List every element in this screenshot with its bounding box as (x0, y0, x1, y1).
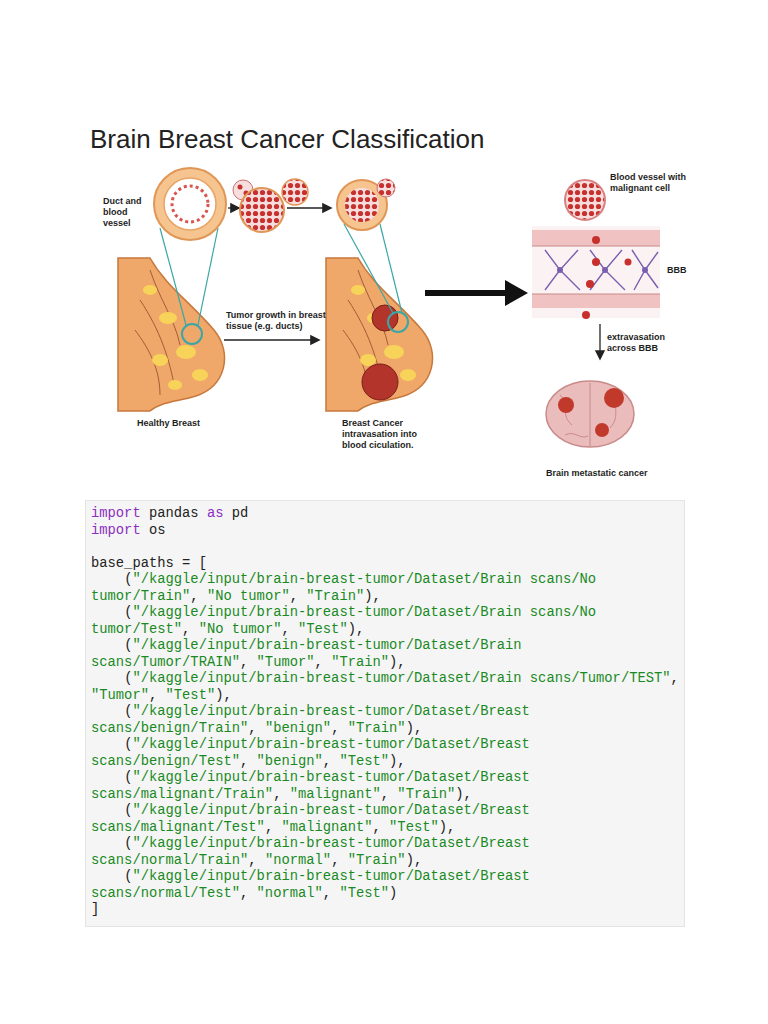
code-line: ("/kaggle/input/brain-breast-tumor/Datas… (91, 605, 681, 638)
code-token: base_paths = [ (91, 556, 207, 571)
code-token: "Test" (166, 688, 216, 703)
code-token: , (331, 721, 339, 736)
code-token: ( (124, 869, 132, 884)
code-token: ( (124, 605, 132, 620)
figure-label: Tumor growth in breast tissue (e.g. duct… (226, 310, 326, 332)
code-line (91, 539, 681, 556)
code-token: "Test" (339, 886, 389, 901)
code-token: "Train" (331, 655, 389, 670)
code-token: "Tumor" (257, 655, 315, 670)
figure-label: Healthy Breast (137, 418, 217, 429)
code-token: ), (364, 589, 381, 604)
code-line: ("/kaggle/input/brain-breast-tumor/Datas… (91, 770, 681, 803)
code-token: ), (455, 787, 472, 802)
page-title: Brain Breast Cancer Classification (90, 124, 485, 155)
code-token: "malignant" (290, 787, 381, 802)
code-token: , (323, 886, 331, 901)
code-token: "malignant" (281, 820, 372, 835)
code-token: "benign" (257, 754, 323, 769)
code-token: ), (389, 655, 406, 670)
code-token: "No tumor" (199, 622, 282, 637)
code-token: , (248, 721, 256, 736)
code-token: pd (232, 506, 249, 521)
code-token: "Train" (348, 721, 406, 736)
code-line: ("/kaggle/input/brain-breast-tumor/Datas… (91, 704, 681, 737)
code-line: ("/kaggle/input/brain-breast-tumor/Datas… (91, 803, 681, 836)
figure-label: BBB (667, 265, 695, 276)
code-token: , (290, 589, 298, 604)
healthy-breast (118, 258, 225, 411)
code-token: "normal" (265, 853, 331, 868)
code-token: os (149, 523, 166, 538)
code-line: ("/kaggle/input/brain-breast-tumor/Datas… (91, 671, 681, 704)
code-token: , (671, 671, 679, 686)
code-token: , (190, 589, 198, 604)
code-token: , (315, 655, 323, 670)
code-token: , (240, 754, 248, 769)
code-token: "Train" (348, 853, 406, 868)
figure-label: Duct and blood vessel (103, 196, 153, 229)
code-token: , (273, 787, 281, 802)
code-token: , (381, 787, 389, 802)
code-token: ( (124, 572, 132, 587)
code-line: ("/kaggle/input/brain-breast-tumor/Datas… (91, 836, 681, 869)
code-line: import pandas as pd (91, 506, 681, 523)
code-line: ] (91, 902, 681, 919)
code-token: import (91, 506, 141, 521)
code-token: "Test" (389, 820, 439, 835)
code-token: ), (389, 754, 406, 769)
code-token: ( (124, 704, 132, 719)
code-token: , (265, 820, 273, 835)
code-line: import os (91, 523, 681, 540)
code-token: , (240, 655, 248, 670)
code-token: ), (406, 721, 423, 736)
code-token: import (91, 523, 141, 538)
code-line: base_paths = [ (91, 556, 681, 573)
figure-label: Breast Cancer intravasation into blood c… (342, 418, 434, 451)
code-token: ( (124, 737, 132, 752)
code-token: ), (215, 688, 232, 703)
code-token: ( (124, 836, 132, 851)
figure-label: Blood vessel with malignant cell (610, 172, 698, 194)
code-token: "/kaggle/input/brain-breast-tumor/Datase… (132, 671, 670, 686)
code-token: "Train" (397, 787, 455, 802)
code-token: ), (406, 853, 423, 868)
code-block: import pandas as pdimport osbase_paths =… (91, 506, 681, 919)
code-token: , (331, 853, 339, 868)
code-line: ("/kaggle/input/brain-breast-tumor/Datas… (91, 737, 681, 770)
code-token: ( (124, 803, 132, 818)
code-token: pandas (149, 506, 199, 521)
code-token: , (373, 820, 381, 835)
code-token: ( (124, 770, 132, 785)
code-token: , (281, 622, 289, 637)
code-token: "Test" (339, 754, 389, 769)
code-token: , (323, 754, 331, 769)
code-token: "Test" (298, 622, 348, 637)
code-token: ( (124, 638, 132, 653)
code-token: ) (389, 886, 397, 901)
code-token: , (182, 622, 190, 637)
code-token: , (149, 688, 157, 703)
code-token: , (248, 853, 256, 868)
figure-label: Brain metastatic cancer (546, 468, 658, 479)
code-line: ("/kaggle/input/brain-breast-tumor/Datas… (91, 638, 681, 671)
code-token: "No tumor" (207, 589, 290, 604)
code-token: , (240, 886, 248, 901)
code-token: "Tumor" (91, 688, 149, 703)
code-token: ), (348, 622, 365, 637)
code-token: ( (124, 671, 132, 686)
code-token: "normal" (257, 886, 323, 901)
code-token: ), (439, 820, 456, 835)
code-token: "Train" (306, 589, 364, 604)
code-line: ("/kaggle/input/brain-breast-tumor/Datas… (91, 572, 681, 605)
code-token: "benign" (265, 721, 331, 736)
figure-label: extravasation across BBB (607, 332, 685, 354)
code-token: ] (91, 902, 99, 917)
code-line: ("/kaggle/input/brain-breast-tumor/Datas… (91, 869, 681, 902)
code-token: as (207, 506, 224, 521)
